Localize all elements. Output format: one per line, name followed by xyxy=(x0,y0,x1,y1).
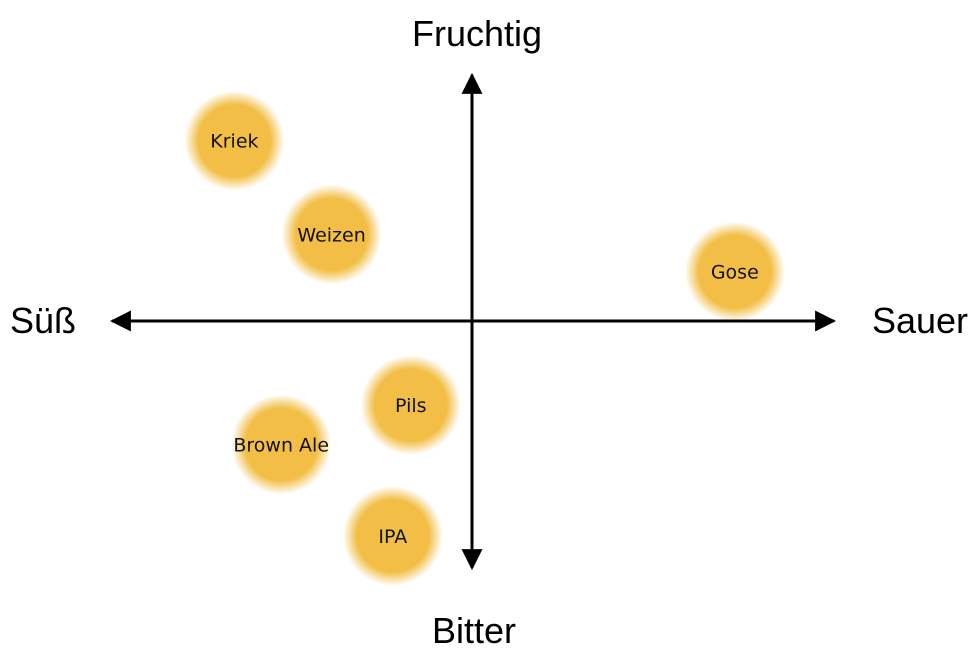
axis-label-left: Süß xyxy=(10,300,76,341)
beer-bubble: IPA xyxy=(342,485,443,586)
beer-bubble-circle xyxy=(184,90,285,191)
beer-bubble: Kriek xyxy=(184,90,285,191)
axis-label-bottom: Bitter xyxy=(432,610,516,651)
beer-label: Weizen xyxy=(297,225,365,247)
beer-bubble-circle xyxy=(342,485,443,586)
beer-bubble-circle xyxy=(231,394,332,495)
beer-bubble: Brown Ale xyxy=(231,394,332,495)
beer-label: IPA xyxy=(378,526,407,548)
axis-label-right: Sauer xyxy=(872,300,968,341)
axis-label-top: Fruchtig xyxy=(412,13,542,54)
beer-bubble-circle xyxy=(281,184,382,285)
beer-label: Gose xyxy=(711,262,759,284)
beer-bubble-circle xyxy=(684,221,785,322)
beer-label: Brown Ale xyxy=(233,435,329,457)
beer-bubble: Gose xyxy=(684,221,785,322)
beer-bubble-circle xyxy=(360,354,461,455)
beer-label: Kriek xyxy=(210,131,258,153)
beer-bubble: Weizen xyxy=(281,184,382,285)
beer-label: Pils xyxy=(395,395,427,417)
beer-bubble: Pils xyxy=(360,354,461,455)
